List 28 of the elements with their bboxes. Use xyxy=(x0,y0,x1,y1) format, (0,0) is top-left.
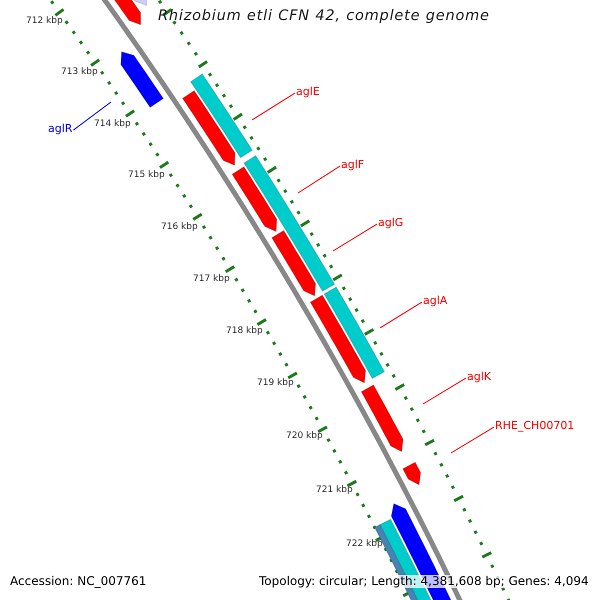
leader-line xyxy=(72,102,112,131)
leader-line xyxy=(380,302,422,328)
gene-label: aglF xyxy=(341,159,364,172)
leader-line xyxy=(422,378,466,404)
info-text: Topology: circular; Length: 4,381,608 bp; Genes: 4,094 xyxy=(258,575,590,588)
scale-label: 712 kbp xyxy=(26,17,63,27)
leader-line xyxy=(332,224,378,252)
scale-label: 720 kbp xyxy=(286,432,323,442)
scale-label: 713 kbp xyxy=(61,68,98,78)
scale-label: 721 kbp xyxy=(316,486,353,496)
scale-label: 714 kbp xyxy=(94,120,131,130)
map-title: Rhizobium etli CFN 42, complete genome xyxy=(158,9,490,25)
gene-label: aglA xyxy=(423,295,448,308)
gene-label: aglG xyxy=(378,217,404,230)
gene-label: aglE xyxy=(296,86,320,98)
scale-label: 722 kbp xyxy=(346,540,383,550)
gene-label: aglR xyxy=(48,123,72,136)
scale-label: 719 kbp xyxy=(257,379,294,389)
scale-label: 717 kbp xyxy=(193,275,230,285)
leader-line xyxy=(298,166,340,194)
gene-label: RHE_CH00701 xyxy=(495,420,574,432)
scale-label: 716 kbp xyxy=(161,223,198,233)
gene-label: aglK xyxy=(467,371,491,384)
leader-line xyxy=(450,426,494,454)
scale-label: 715 kbp xyxy=(128,171,165,181)
info-text: Accession: NC_007761 xyxy=(9,575,148,588)
scale-label: 718 kbp xyxy=(226,327,263,337)
leader-line xyxy=(252,92,296,120)
